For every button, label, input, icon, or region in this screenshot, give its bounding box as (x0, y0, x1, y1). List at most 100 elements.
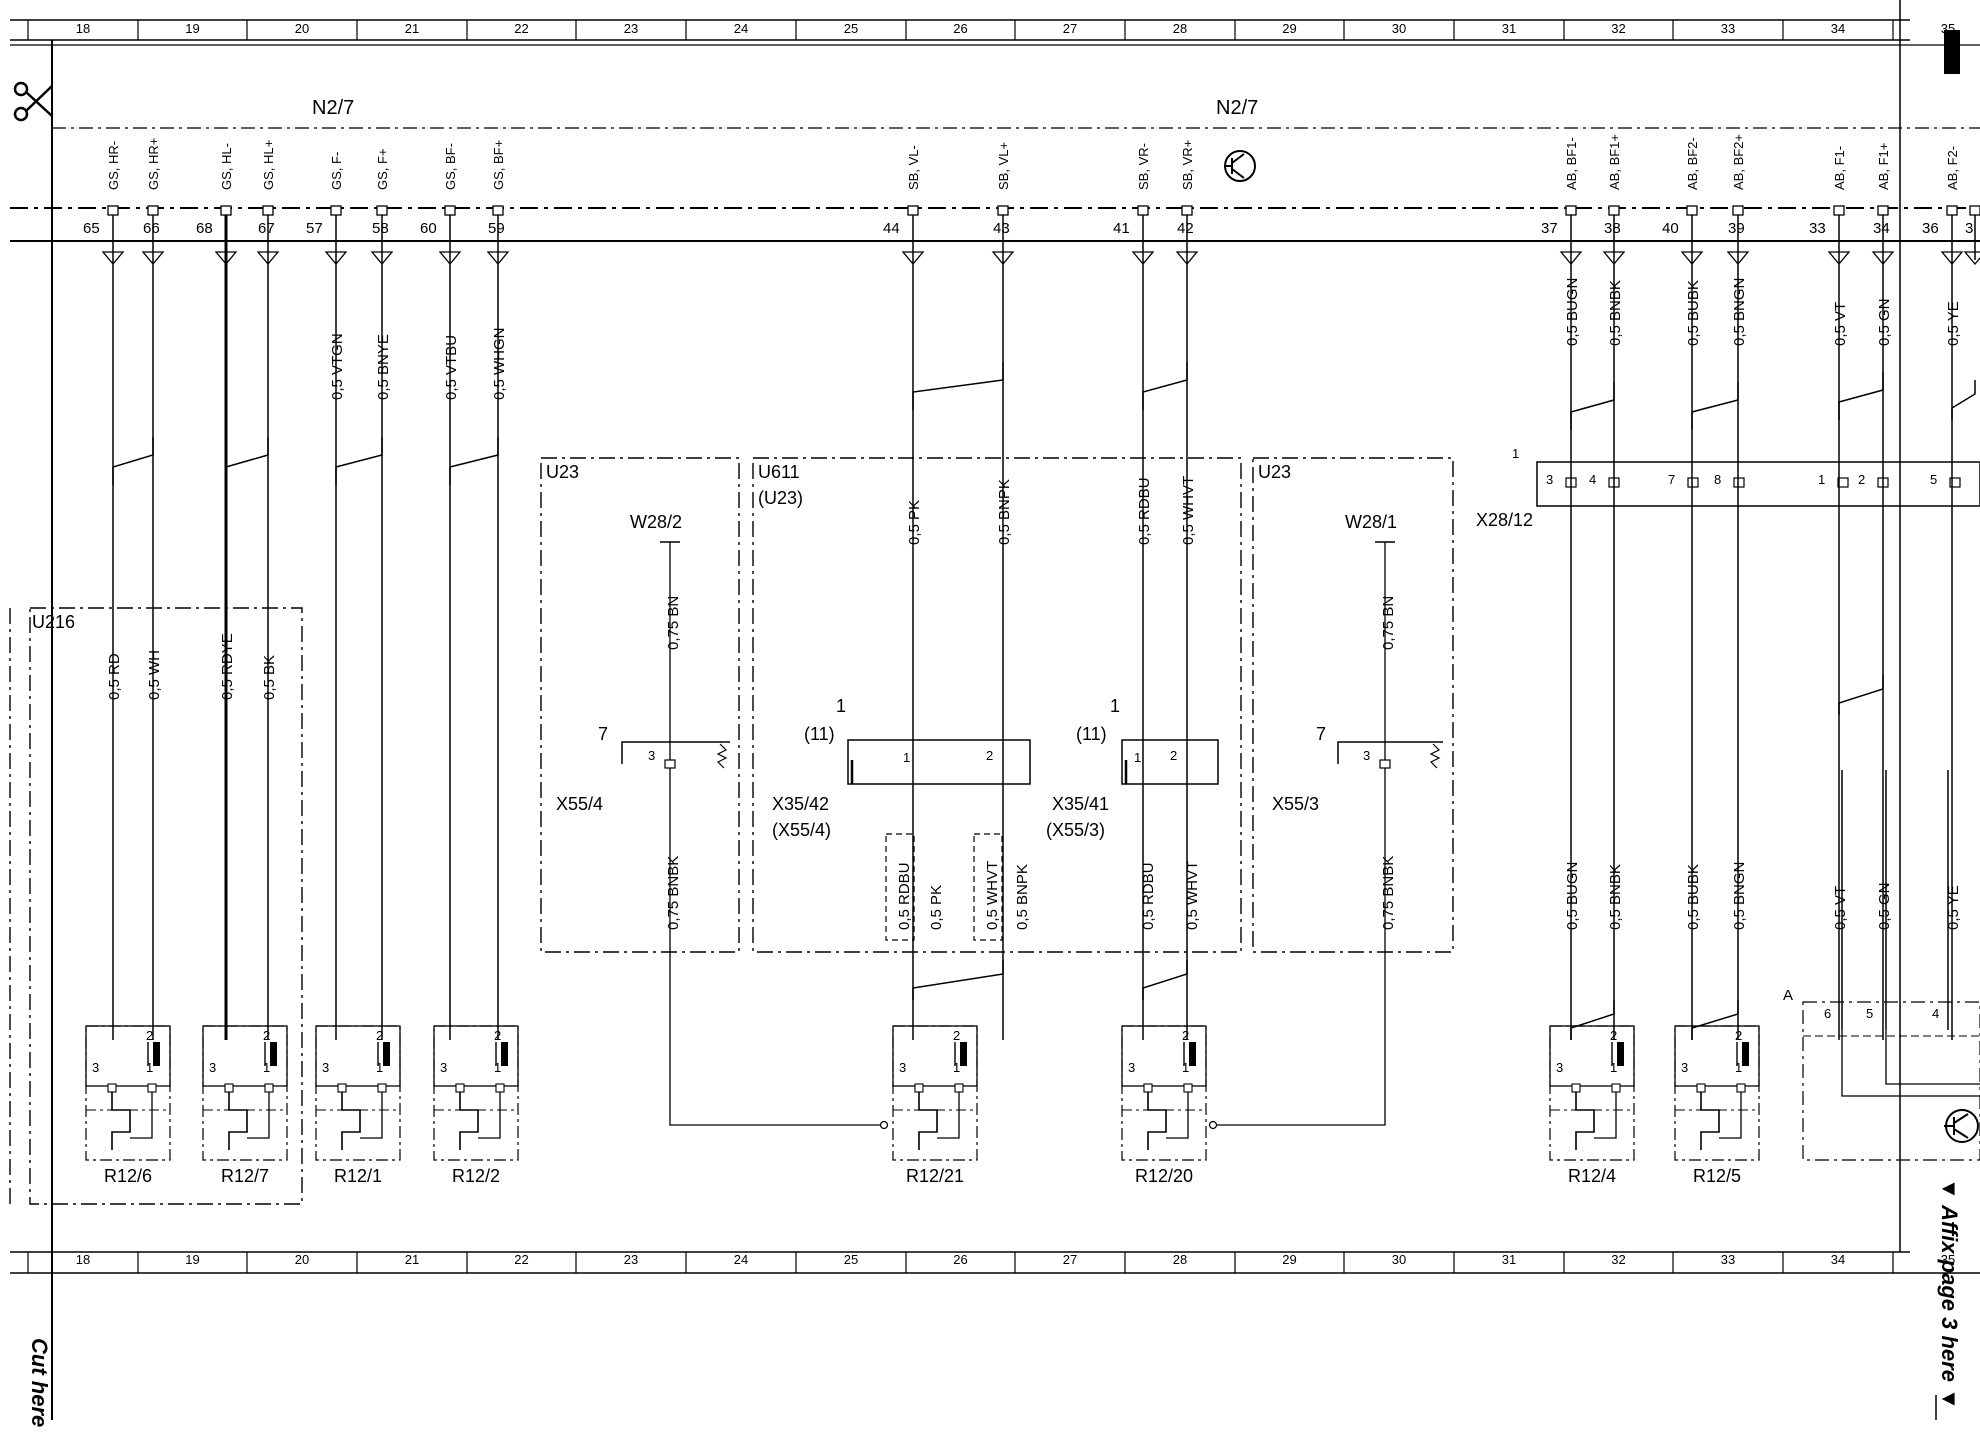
sensor-pin-glyph (455, 1083, 465, 1093)
sensor-bracket (228, 1092, 248, 1150)
twist-mark (335, 437, 383, 485)
w28-1-wire-top: 0,75 BN (1380, 596, 1397, 650)
grid-number: 20 (295, 21, 309, 36)
w28-1-route (1217, 965, 1386, 1126)
module-label-u23-left: U23 (546, 462, 579, 482)
grid-number: 35 (1941, 1252, 1955, 1267)
pin-number: 66 (143, 220, 160, 237)
pin-glyph (907, 205, 919, 216)
x28-12-pin-glyph (1837, 477, 1849, 488)
w28-2-wire-bottom: 0,75 BNBK (665, 856, 682, 930)
pin-number: 58 (372, 220, 389, 237)
pin-label: GS, HR+ (146, 138, 161, 190)
wire-label-top: 0,5 VT (1832, 302, 1849, 346)
grid-number: 25 (844, 1252, 858, 1267)
x28-12-name: X28/12 (1476, 510, 1533, 530)
transistor-icon (1224, 150, 1256, 182)
pin-label: GS, HL+ (261, 140, 276, 190)
sensor-pin-3: 3 (92, 1060, 99, 1075)
grid-number: 28 (1173, 21, 1187, 36)
wire-label-top: 0,5 BUBK (1685, 280, 1702, 346)
grid-number: 18 (76, 21, 90, 36)
wire-label-mid: 0,5 VT (1832, 886, 1849, 930)
sensor-pin-glyph (914, 1083, 924, 1093)
module-box-u23-left (540, 457, 740, 953)
x35-42-lower-wire-4: 0,5 BNPK (1014, 864, 1031, 930)
pin-number: 59 (488, 220, 505, 237)
pin-number: 33 (1809, 220, 1826, 237)
wire-label-top: 0,5 BNBK (1607, 280, 1624, 346)
pin-number: 44 (883, 220, 900, 237)
x35-42-one: 1 (836, 696, 846, 716)
w28-2-block: W28/2 0,75 BN 0,75 BNBK 7 3 X55/4 (556, 512, 730, 965)
x35-41-lower-wire-1: 0,5 RDBU (1140, 862, 1157, 930)
x35-42-eleven: (11) (804, 724, 835, 744)
sensor-pin-3: 3 (1128, 1060, 1135, 1075)
x35-41-pin2: 2 (1170, 748, 1177, 763)
sensor-pin-1: 1 (1735, 1060, 1742, 1075)
wire-label-top: 0,5 BNGN (1731, 278, 1748, 346)
pin-glyph (1565, 205, 1577, 216)
pin-number: 42 (1177, 220, 1194, 237)
sensor-pin-3: 3 (899, 1060, 906, 1075)
twist-mark (1838, 372, 1884, 420)
pin-number: 60 (420, 220, 437, 237)
grid-number: 30 (1392, 21, 1406, 36)
w28-2-route (669, 965, 880, 1126)
sensor-inner-wire (247, 1092, 270, 1139)
w28-1-pin: 3 (1363, 748, 1370, 763)
sensor-element (270, 1042, 277, 1066)
pin-number: 65 (83, 220, 100, 237)
wire-label-mid: 0,5 BNGN (1731, 862, 1748, 930)
sensor-pin-glyph (377, 1083, 387, 1093)
x35-41-lower-wire-2: 0,5 WHVT (1184, 861, 1201, 930)
pin-number: 34 (1873, 220, 1890, 237)
sensor-pin-glyph (337, 1083, 347, 1093)
wire-label-top: 0,5 GN (1876, 298, 1893, 346)
pin-glyph (1137, 205, 1149, 216)
x35-42-sub: (X55/4) (772, 820, 831, 840)
sensor-inner-wire (1719, 1092, 1742, 1139)
scissors-icon (13, 81, 53, 122)
sensor-pin-glyph (1571, 1083, 1581, 1093)
sensor-a-pin-5: 5 (1866, 1006, 1873, 1021)
sensor-element (153, 1042, 160, 1066)
x28-12-pin-glyph (1733, 477, 1745, 488)
sensor-connector-box (1674, 1025, 1760, 1087)
sensor-name: R12/1 (334, 1166, 382, 1186)
sensor-pin-glyph (1143, 1083, 1153, 1093)
wire-label-mid: 0,5 YE (1945, 885, 1962, 930)
grid-number: 30 (1392, 1252, 1406, 1267)
w28-1-block: W28/1 0,75 BN 0,75 BNBK 7 3 X55/3 (1272, 512, 1443, 965)
sensor-pin-1: 1 (376, 1060, 383, 1075)
w28-1-route-end (1208, 1120, 1218, 1130)
x35-41-eleven: (11) (1076, 724, 1107, 744)
pin-glyph (1181, 205, 1193, 216)
w28-2-route-end (879, 1120, 889, 1130)
sensor-element (1189, 1042, 1196, 1066)
pin-glyph (220, 205, 232, 216)
sensor-name: R12/21 (906, 1166, 964, 1186)
grid-numbers: 1818191920202121222223232424252526262727… (76, 20, 1955, 1273)
grid-number: 31 (1502, 21, 1516, 36)
sensor-pin-1: 1 (1182, 1060, 1189, 1075)
pin-label: GS, HL- (219, 143, 234, 190)
x35-42-pin1: 1 (903, 750, 910, 765)
sensor-a-pin-4: 4 (1932, 1006, 1939, 1021)
grid-number: 32 (1611, 1252, 1625, 1267)
wire-label-mid: 0,5 BNPK (996, 479, 1013, 545)
sensor-pin-glyph (1183, 1083, 1193, 1093)
pin-label: GS, F- (329, 152, 344, 190)
wire-label-mid: 0,5 PK (906, 500, 923, 545)
pin-number: 40 (1662, 220, 1679, 237)
module-label-u216: U216 (32, 612, 75, 632)
sensor-pin-1: 1 (953, 1060, 960, 1075)
twist-mark-lower (1691, 1000, 1739, 1040)
pin-label: AB, BF1- (1564, 137, 1579, 190)
x28-12-pin-number: 2 (1858, 472, 1865, 487)
sensor-connector-box (1121, 1025, 1207, 1087)
